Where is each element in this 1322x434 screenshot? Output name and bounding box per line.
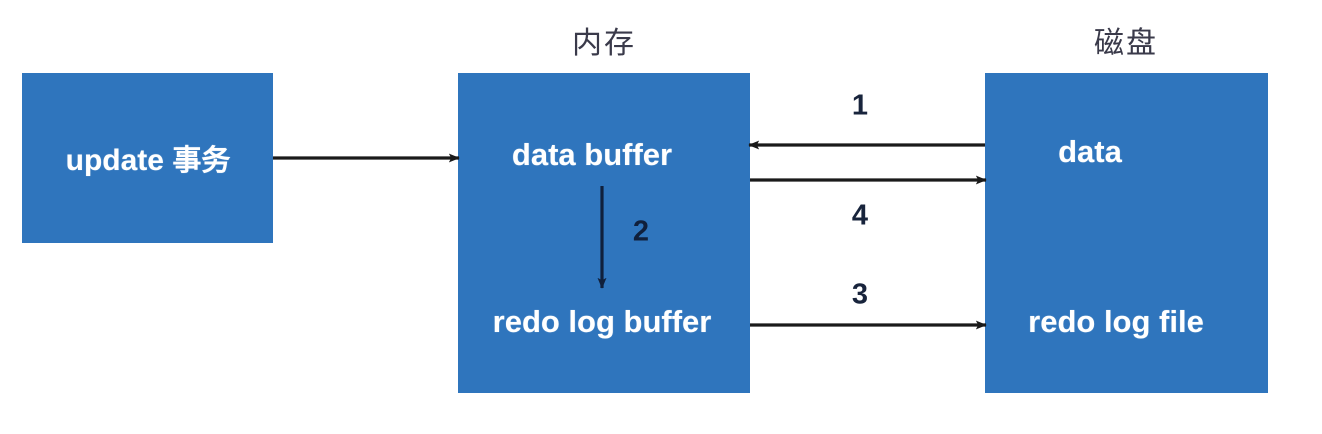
box-memory-container[interactable] bbox=[458, 73, 750, 393]
step-label-3: 3 bbox=[851, 278, 869, 311]
group-title-disk: 磁盘 bbox=[1094, 26, 1158, 61]
label-update-cjk: 事务 bbox=[172, 143, 231, 177]
label-redo-log-buffer: redo log buffer bbox=[492, 304, 712, 339]
label-update-transaction: update 事务 bbox=[66, 137, 231, 179]
box-disk-container[interactable] bbox=[985, 73, 1268, 393]
label-redo-log-file: redo log file bbox=[1028, 304, 1204, 339]
box-update-transaction[interactable] bbox=[22, 73, 273, 243]
group-title-memory: 内存 bbox=[572, 26, 636, 61]
step-label-1: 1 bbox=[851, 89, 869, 122]
label-data-buffer: data buffer bbox=[511, 137, 673, 172]
step-label-2: 2 bbox=[632, 215, 650, 248]
label-update-en: update bbox=[65, 144, 164, 177]
label-data: data bbox=[1058, 134, 1122, 169]
step-label-4: 4 bbox=[851, 199, 869, 232]
